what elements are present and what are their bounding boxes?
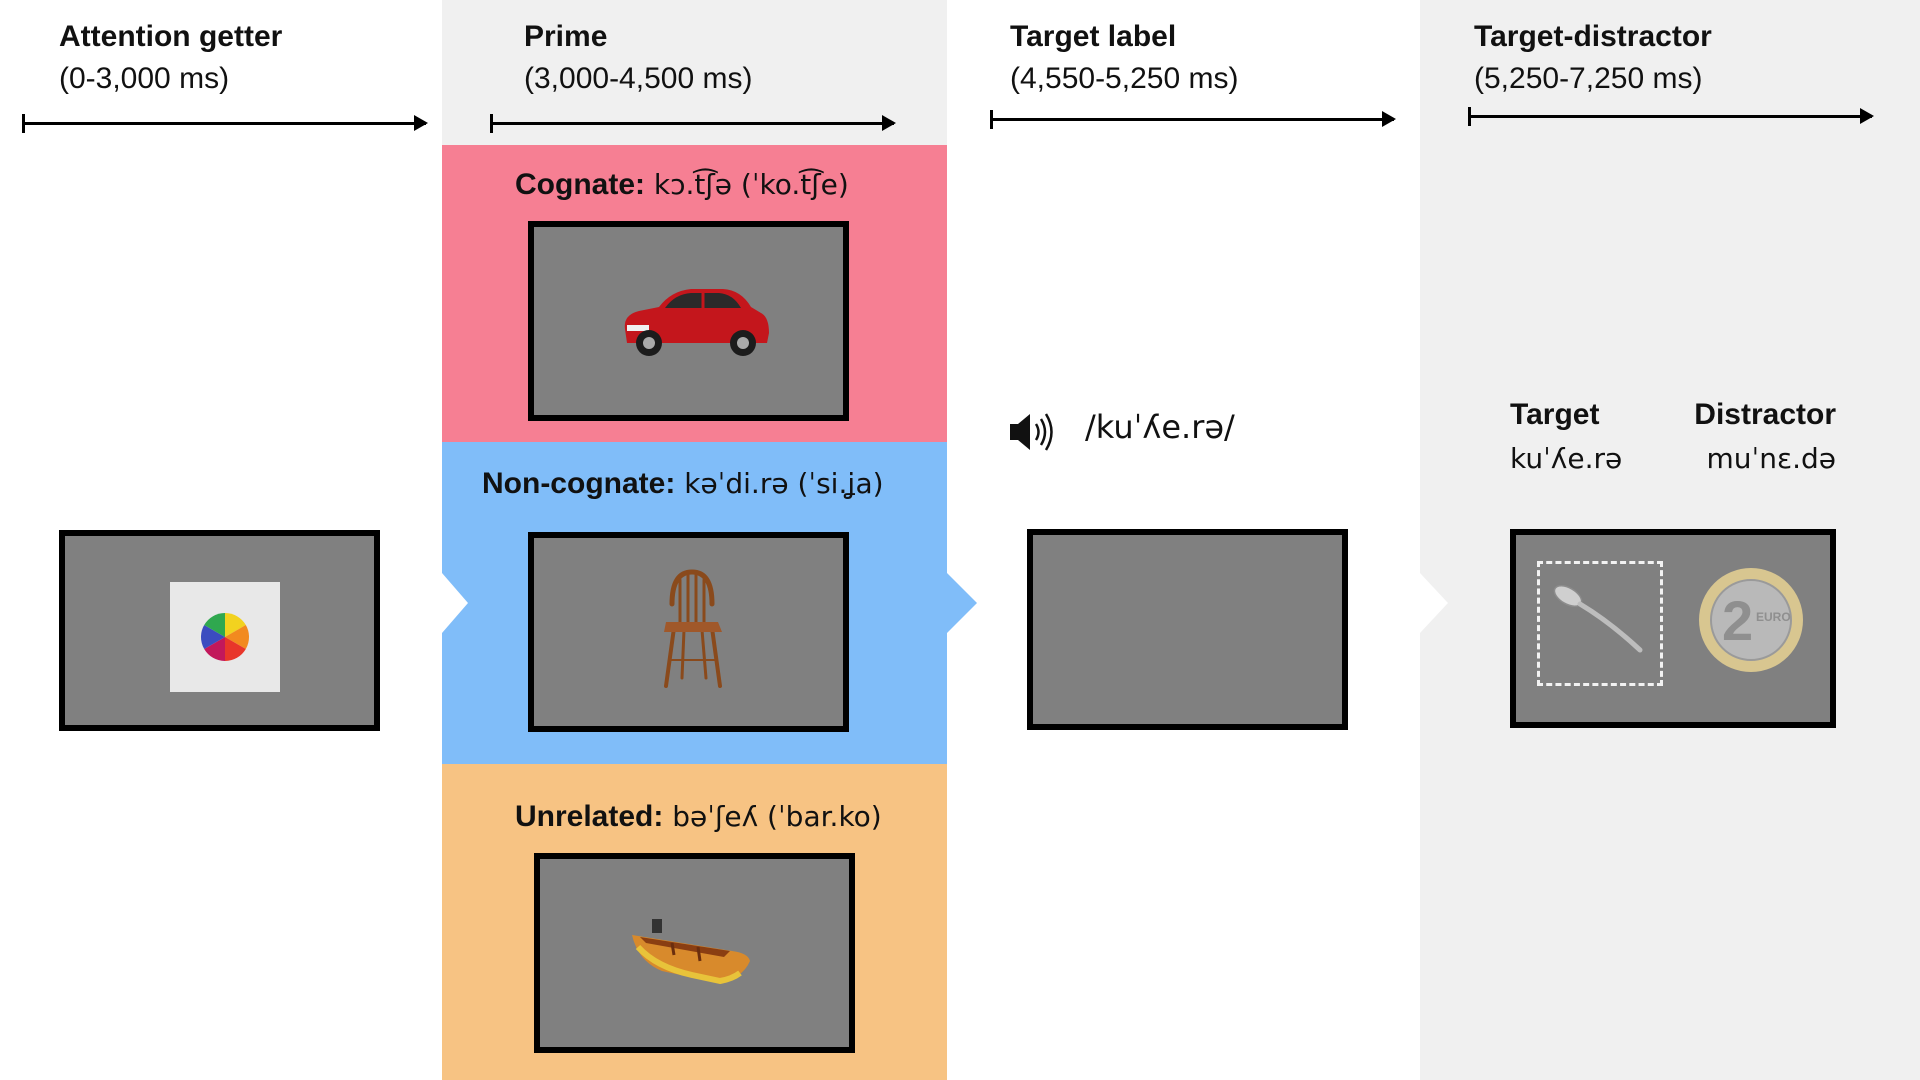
svg-text:2: 2 bbox=[1722, 589, 1753, 652]
prime-column-background bbox=[442, 0, 947, 145]
distractor-word: muˈnɛ.də bbox=[1706, 442, 1837, 475]
distractor-heading: Distractor bbox=[1694, 398, 1836, 431]
chair-image bbox=[664, 569, 722, 688]
phase-time-target-label: (4,550-5,250 ms) bbox=[1010, 62, 1239, 95]
svg-text:EURO: EURO bbox=[1756, 610, 1791, 624]
chevron-prime-to-label bbox=[947, 573, 977, 633]
chevron-label-to-target bbox=[1420, 573, 1448, 633]
target-heading: Target bbox=[1510, 398, 1600, 431]
coin-image: 2 EURO bbox=[1699, 568, 1803, 672]
target-label-screen bbox=[1027, 529, 1348, 730]
non-cognate-screen bbox=[528, 532, 849, 732]
chevron-attention-to-prime bbox=[442, 573, 468, 633]
timeline-arrow-attention bbox=[22, 114, 428, 133]
phase-time-attention: (0-3,000 ms) bbox=[59, 62, 230, 95]
timeline-arrow-target-label bbox=[990, 110, 1396, 129]
speaker-icon[interactable] bbox=[1008, 410, 1060, 454]
non-cognate-name: Non-cognate: bbox=[482, 467, 676, 500]
cognate-name: Cognate: bbox=[515, 168, 645, 201]
non-cognate-ipa: kəˈdi.rə (ˈsi.ʝa) bbox=[675, 467, 884, 500]
target-label-word: /kuˈʎe.rə/ bbox=[1085, 408, 1235, 446]
phase-time-prime: (3,000-4,500 ms) bbox=[524, 62, 753, 95]
boat-image bbox=[632, 919, 750, 985]
cognate-ipa: kɔ.t͡ʃə (ˈko.t͡ʃe) bbox=[645, 168, 849, 201]
phase-title-target-distractor: Target-distractor bbox=[1474, 20, 1712, 53]
car-image bbox=[624, 289, 769, 356]
unrelated-ipa: bəˈʃeʎ (ˈbar.ko) bbox=[663, 800, 882, 833]
phase-title-prime: Prime bbox=[524, 20, 608, 53]
unrelated-label: Unrelated: bəˈʃeʎ (ˈbar.ko) bbox=[515, 800, 882, 834]
timeline-arrow-prime bbox=[490, 114, 896, 133]
cognate-label: Cognate: kɔ.t͡ʃə (ˈko.t͡ʃe) bbox=[515, 168, 849, 202]
unrelated-name: Unrelated: bbox=[515, 800, 664, 833]
timeline-arrow-target-distractor bbox=[1468, 107, 1874, 126]
color-wheel-card bbox=[170, 582, 280, 692]
cognate-screen bbox=[528, 221, 849, 421]
spoon-image bbox=[1553, 585, 1643, 653]
unrelated-screen bbox=[534, 853, 855, 1053]
phase-title-attention: Attention getter bbox=[59, 20, 283, 53]
color-wheel-icon bbox=[200, 613, 250, 661]
phase-title-target-label: Target label bbox=[1010, 20, 1177, 53]
attention-getter-screen bbox=[59, 530, 380, 731]
target-distractor-screen: 2 EURO bbox=[1510, 529, 1836, 728]
non-cognate-label: Non-cognate: kəˈdi.rə (ˈsi.ʝa) bbox=[482, 467, 884, 501]
target-word: kuˈʎe.rə bbox=[1510, 442, 1623, 475]
phase-time-target-distractor: (5,250-7,250 ms) bbox=[1474, 62, 1703, 95]
target-highlight-box bbox=[1537, 561, 1663, 686]
